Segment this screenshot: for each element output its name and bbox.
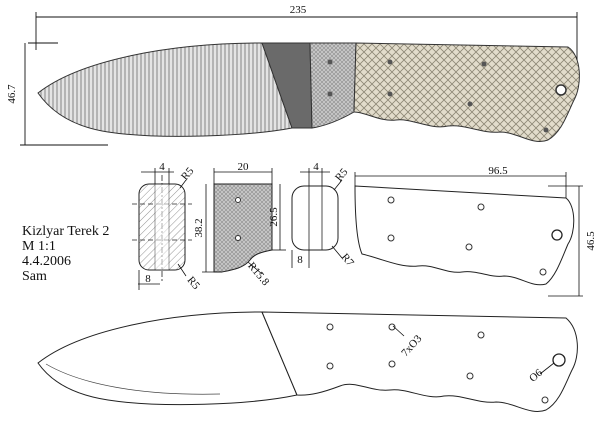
guard-base-label: 8	[145, 273, 151, 285]
handle-shape	[353, 42, 580, 142]
handle-height-label: 46.5	[585, 231, 597, 251]
scale-label: M 1:1	[22, 239, 56, 254]
spacer-width-label: 4	[313, 161, 319, 173]
spacer-radius-top-label: R5	[333, 166, 351, 184]
model-name: Kizlyar Terek 2	[22, 224, 110, 239]
handle-scale-view	[354, 172, 583, 297]
bolster-width-label: 20	[238, 161, 250, 173]
top-knife-view	[37, 42, 580, 142]
date-label: 4.4.2006	[22, 254, 71, 269]
handle-length-label: 96.5	[488, 165, 508, 177]
spacer-view	[291, 168, 343, 268]
bolster-total-label: 38.2	[193, 218, 205, 237]
author-label: Sam	[22, 269, 47, 284]
bolster-view	[202, 168, 286, 275]
guard-radius-top-label: R5	[179, 165, 197, 183]
lanyard-hole	[555, 84, 567, 96]
outline-blade	[37, 311, 298, 406]
guard-section-view	[132, 168, 192, 290]
blade-height-label: 46.7	[6, 84, 18, 104]
outline-knife-view	[37, 311, 578, 412]
overall-length-label: 235	[290, 4, 307, 16]
bolster-height-label: 26.5	[268, 207, 280, 227]
dim-overall-length	[28, 12, 578, 60]
guard-radius-bottom-label: R5	[185, 274, 203, 292]
blade-shape	[37, 42, 293, 137]
spacer-base-label: 8	[297, 254, 303, 266]
outline-handle	[261, 311, 578, 412]
spacer-radius-bottom-label: R7	[339, 251, 357, 269]
bolster-shape	[309, 42, 357, 129]
dim-blade-height	[20, 43, 108, 146]
title-block: Kizlyar Terek 2 M 1:1 4.4.2006 Sam	[22, 224, 109, 284]
bolster-radius-label: R15.8	[245, 260, 272, 288]
guard-width-label: 4	[159, 161, 165, 173]
